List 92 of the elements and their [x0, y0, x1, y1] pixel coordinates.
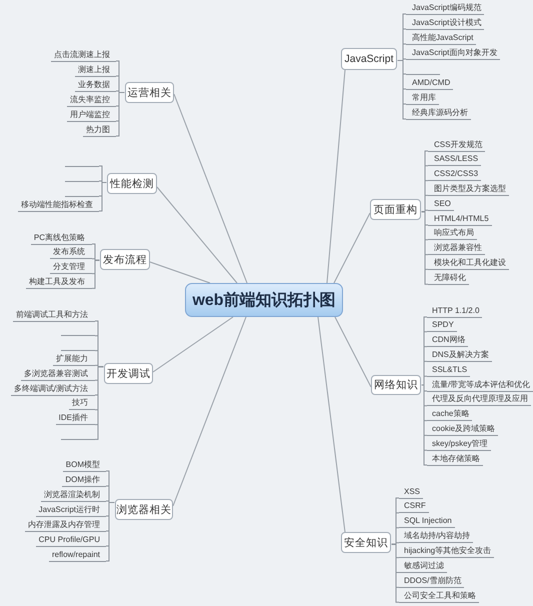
subtopic-label: PC离线包策略 [30, 232, 92, 244]
subtopic-label: 流量/带宽等成本评估和优化 [427, 378, 533, 392]
subtopic-label: 代理及反向代理原理及应用 [427, 393, 531, 406]
subtopic-label: HTML4/HTML5 [428, 212, 492, 226]
subtopic-label: 浏览器渲染机制 [41, 488, 106, 502]
branch-line [174, 94, 248, 284]
subtopic-label: 前端调试工具和方法 [13, 308, 95, 322]
subtopic-label: cookie及跨域策略 [427, 422, 498, 436]
branch-topic-box: 页面重构 [370, 199, 421, 220]
subtopic-underline [61, 349, 95, 352]
subtopic-underline [65, 164, 99, 166]
subtopic-label: CDN网络 [427, 334, 468, 348]
central-topic-box: web前端知识拓扑图 [185, 283, 343, 317]
subtopic-label: JavaScript运行时 [36, 504, 106, 516]
subtopic-label: JavaScript面向对象开发 [406, 46, 500, 60]
branch-line [334, 212, 370, 284]
connector-line [98, 182, 107, 212]
subtopic-label: HTTP 1.1/2.0 [427, 304, 482, 318]
connector-line [391, 544, 400, 603]
subtopic-label: DNS及解决方案 [427, 348, 492, 362]
branch-topic-box: 浏览器相关 [115, 499, 173, 520]
subtopic-label: 经典库源码分析 [406, 106, 471, 120]
subtopic-label: 流失率监控 [67, 94, 116, 106]
branch-line [318, 316, 346, 532]
subtopic-label: 常用库 [406, 92, 439, 104]
subtopic-label: IDE插件 [56, 412, 95, 426]
subtopic-label: SQL Injection [399, 515, 455, 528]
subtopic-label: 响应式布局 [428, 227, 477, 240]
subtopic-label: JavaScript编码规范 [406, 2, 484, 14]
subtopic-label: reflow/repaint [48, 548, 106, 562]
subtopic-underline [406, 72, 440, 74]
subtopic-label: BOM模型 [62, 458, 106, 472]
subtopic-label: JavaScript设计模式 [406, 16, 484, 30]
subtopic-label: 用户端监控 [67, 108, 116, 122]
subtopic-label: 高性能JavaScript [406, 32, 476, 44]
subtopic-label: 无障碍化 [428, 272, 469, 285]
subtopic-label: SPDY [427, 319, 457, 332]
subtopic-label: XSS [399, 486, 424, 498]
subtopic-label: CSS开发规范 [428, 138, 486, 152]
subtopic-label: CPU Profile/GPU [36, 534, 106, 546]
connector-line [421, 384, 428, 466]
subtopic-label: 发布系统 [50, 246, 92, 260]
subtopic-underline [65, 194, 99, 196]
subtopic-label: 内存泄露及内存管理 [25, 518, 106, 532]
subtopic-underline [61, 334, 95, 336]
subtopic-underline [61, 438, 95, 440]
subtopic-label: 公司安全工具和策略 [399, 590, 479, 603]
branch-line [334, 316, 372, 388]
connector-line [92, 260, 100, 289]
subtopic-label: 浏览器兼容性 [428, 242, 485, 256]
branch-line [150, 262, 210, 284]
subtopic-label: 热力图 [83, 124, 116, 136]
subtopic-label: skey/pskey管理 [427, 438, 491, 451]
connector-line [421, 211, 428, 285]
subtopic-label: 点击流测速上报 [51, 48, 116, 62]
subtopic-label: 技巧 [69, 397, 95, 410]
subtopic-label: 移动端性能指标检查 [18, 198, 99, 212]
subtopic-label: 敏感词过滤 [399, 560, 447, 573]
connector-line [421, 376, 428, 386]
branch-topic-box: JavaScript [341, 48, 397, 70]
subtopic-label: cache策略 [427, 408, 472, 422]
subtopic-label: 业务数据 [75, 78, 116, 92]
branch-topic-box: 开发调试 [104, 363, 153, 384]
subtopic-label: 分支管理 [50, 261, 92, 274]
branch-topic-box: 发布流程 [100, 249, 150, 270]
branch-line [156, 186, 238, 284]
subtopic-label: hijacking等其他安全攻击 [399, 545, 494, 558]
subtopic-label: 测速上报 [75, 64, 116, 76]
subtopic-label: DOM操作 [62, 474, 106, 486]
subtopic-label: SASS/LESS [428, 153, 482, 166]
subtopic-label: 域名劫持/内容劫持 [399, 530, 474, 544]
subtopic-label: SEO [428, 198, 454, 211]
subtopic-label: AMD/CMD [406, 76, 454, 90]
branch-topic-box: 网络知识 [371, 375, 421, 395]
subtopic-label: CSRF [399, 500, 429, 514]
branch-line [152, 316, 234, 372]
subtopic-label: 本地存储策略 [427, 452, 483, 466]
subtopic-label: 多浏览器兼容测试 [21, 368, 95, 381]
subtopic-label: CSS2/CSS3 [428, 168, 482, 182]
branch-line [326, 70, 346, 284]
branch-topic-box: 运营相关 [125, 82, 174, 103]
subtopic-label: 多终端调试/测试方法 [10, 382, 95, 396]
subtopic-label: 模块化和工具化建设 [428, 256, 509, 270]
branch-line [172, 316, 246, 506]
subtopic-underline [65, 180, 99, 182]
subtopic-label: 构建工具及发布 [26, 276, 92, 289]
branch-topic-box: 性能检测 [107, 173, 157, 194]
subtopic-label: DDOS/雪崩防范 [399, 574, 464, 588]
branch-topic-box: 安全知识 [341, 532, 391, 553]
subtopic-label: 图片类型及方案选型 [428, 182, 509, 196]
subtopic-label: SSL&TLS [427, 364, 470, 377]
subtopic-label: 扩展能力 [53, 352, 95, 366]
